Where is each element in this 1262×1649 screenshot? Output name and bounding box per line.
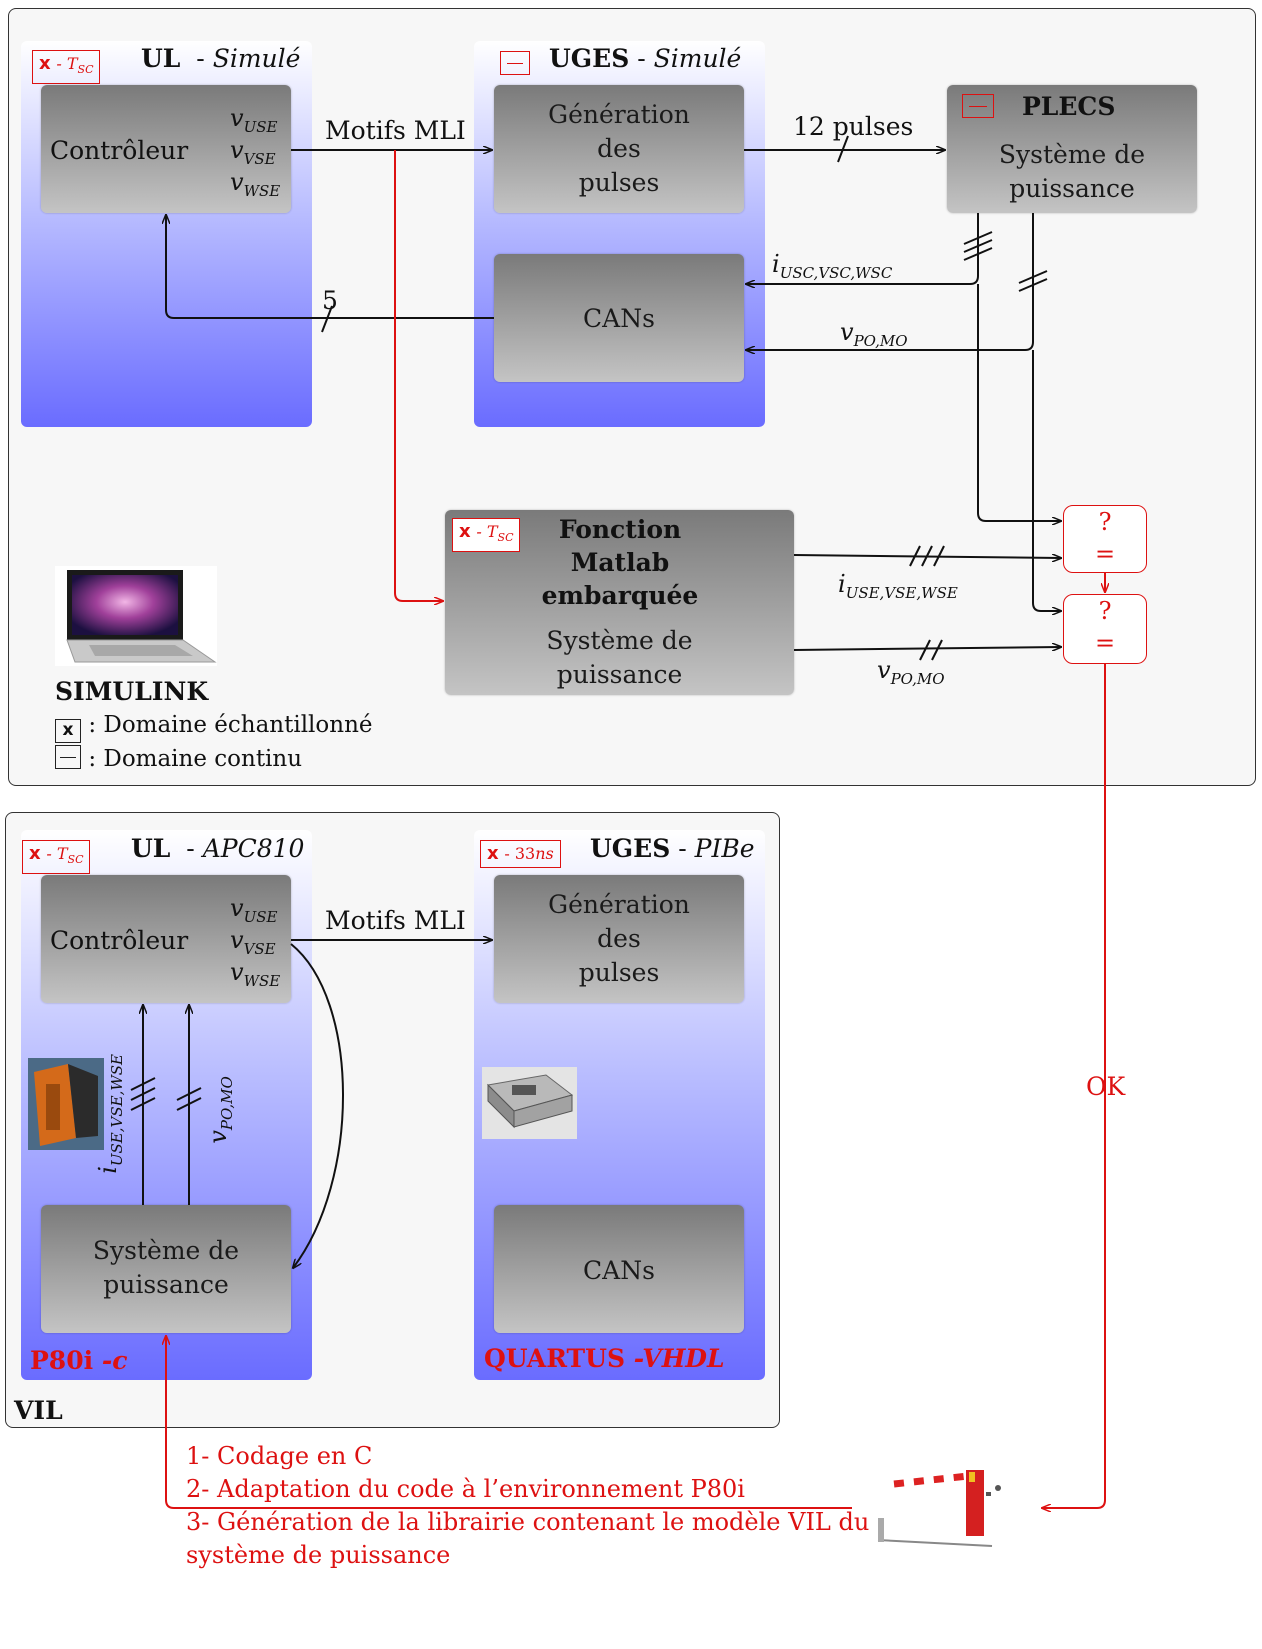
barrier-gate-icon: [877, 1470, 1001, 1547]
vil-power-system-block: [41, 1205, 291, 1333]
v-use-output: vUSE: [230, 104, 278, 136]
cans-label: CANs: [583, 304, 655, 333]
vil-pulse-generation-block: [494, 875, 744, 1003]
pulse-generation-block: [494, 85, 744, 213]
vil-voltages-label: vPO,MO: [204, 1076, 236, 1144]
adc-channels-label: 5: [322, 286, 338, 315]
laptop-icon: [66, 570, 217, 663]
sampled-domain-tag: x - 33ns: [480, 840, 561, 868]
vil-uges-title: UGES - PIBe: [590, 834, 755, 863]
legend-continuous: : Domaine continu: [55, 745, 302, 772]
barrier-gate-image: [872, 1462, 1012, 1552]
continuous-domain-tag: [500, 51, 530, 75]
comparator-currents: ?=: [1063, 505, 1147, 573]
workflow-steps: 1- Codage en C 2- Adaptation du code à l…: [186, 1440, 869, 1572]
vil-cans-label: CANs: [583, 1256, 655, 1285]
pulses-count-label: 12 pulses: [793, 112, 914, 141]
vil-controller-block: [41, 875, 291, 1003]
step-2: 2- Adaptation du code à l’environnement …: [186, 1475, 745, 1503]
continuous-domain-tag: [962, 94, 994, 118]
p80i-env-label: P80i -c: [30, 1346, 128, 1375]
ok-label: OK: [1084, 1072, 1128, 1101]
v-use-output: vUSE: [230, 894, 278, 926]
vil-ul-title: UL - APC810: [131, 834, 305, 863]
comparator-voltages: ?=: [1063, 594, 1147, 664]
step-3: 3- Génération de la librairie contenant …: [186, 1508, 870, 1536]
uges-title: UGES - Simulé: [549, 44, 742, 73]
controller-block: [41, 85, 291, 213]
embedded-voltages-label: vPO,MO: [877, 656, 945, 688]
sampled-domain-tag: x - TSC: [32, 50, 101, 85]
legend-sampled: x : Domaine échantillonné: [55, 712, 373, 743]
simulink-name: SIMULINK: [55, 677, 209, 706]
vil-cans-block: [494, 1205, 744, 1333]
step-1: 1- Codage en C: [186, 1442, 373, 1470]
v-vse-output: vVSE: [230, 926, 276, 958]
v-vse-output: vVSE: [230, 136, 276, 168]
fpga-board-image: [482, 1067, 577, 1139]
embedded-currents-label: iUSE,VSE,WSE: [838, 570, 958, 602]
measured-voltages-label: vPO,MO: [840, 318, 908, 350]
quartus-env-label: QUARTUS -VHDL: [484, 1344, 725, 1373]
vil-pwm-patterns-label: Motifs MLI: [325, 906, 466, 935]
vil-controller-label: Contrôleur: [50, 926, 189, 955]
cans-block: [494, 254, 744, 382]
vil-name: VIL: [14, 1396, 63, 1425]
sampled-domain-tag: x - TSC: [452, 518, 521, 553]
sampled-domain-tag: x - TSC: [22, 840, 91, 875]
pwm-patterns-label: Motifs MLI: [325, 116, 466, 145]
vil-currents-label: iUSE,VSE,WSE: [94, 1054, 126, 1174]
v-wse-output: vWSE: [230, 958, 281, 990]
controller-label: Contrôleur: [50, 136, 189, 165]
measured-currents-label: iUSC,VSC,WSC: [772, 250, 893, 282]
plecs-title: PLECS: [1022, 92, 1116, 121]
ul-title: UL - Simulé: [141, 44, 301, 73]
laptop-image: [55, 566, 217, 666]
industrial-pc-icon: [28, 1058, 104, 1150]
v-wse-output: vWSE: [230, 168, 281, 200]
industrial-pc-image: [28, 1058, 104, 1150]
fpga-board-icon: [482, 1067, 577, 1139]
step-3-continued: système de puissance: [186, 1541, 451, 1569]
plecs-block: [947, 85, 1197, 213]
